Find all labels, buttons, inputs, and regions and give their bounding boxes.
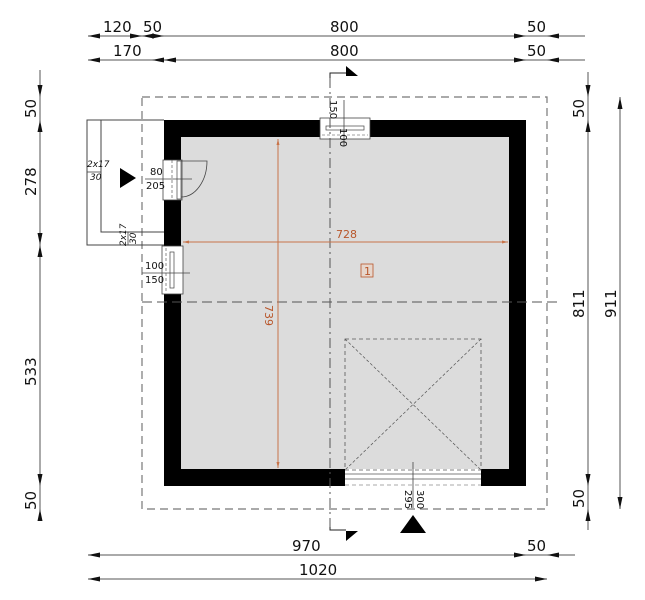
entrance-arrow-icon	[120, 168, 136, 188]
dim-left-50-top: 50	[22, 99, 40, 118]
dim-970: 970	[292, 537, 321, 555]
dim-right-50-top: 50	[570, 99, 588, 118]
dim-50-b: 50	[527, 42, 546, 60]
section-marker-top-icon	[346, 66, 358, 76]
top-dimension-row-2: 170 800 50	[88, 42, 585, 63]
entrance-door: 80 205	[145, 159, 208, 201]
section-marker-bottom-icon	[346, 531, 358, 541]
dim-800-b: 800	[330, 42, 359, 60]
left-dimension-chain: 50 278 533 50	[22, 70, 43, 521]
dim-170: 170	[113, 42, 142, 60]
garage-door: 300 295	[344, 338, 482, 509]
dim-left-50-bottom: 50	[22, 491, 40, 510]
interior-width-dimension: 728	[183, 228, 508, 244]
room-number: 1	[364, 265, 371, 278]
dim-right-811: 811	[570, 289, 588, 318]
interior-length-dimension: 739	[262, 139, 280, 468]
room-number-tag: 1	[360, 263, 374, 278]
door-height: 205	[146, 181, 165, 192]
door-width: 80	[150, 167, 163, 178]
dim-right-911: 911	[602, 289, 620, 318]
dim-800: 800	[330, 18, 359, 36]
garage-entrance-arrow-icon	[400, 515, 426, 533]
step-label-2-top: 2x17	[119, 223, 129, 246]
garage-door-width: 300	[414, 490, 425, 509]
dim-50-left: 50	[143, 18, 162, 36]
dim-left-533: 533	[22, 357, 40, 386]
room-floor	[181, 137, 509, 469]
left-window-width: 100	[145, 261, 164, 272]
step-label-2-bottom: 30	[129, 232, 139, 244]
dim-right-50-bottom: 50	[570, 489, 588, 508]
bottom-dimension-row-2: 1020	[88, 561, 547, 582]
step-label-1-top: 2x17	[87, 160, 110, 170]
top-window: 100 150	[319, 100, 371, 147]
top-window-width: 100	[337, 128, 348, 147]
top-window-height: 150	[327, 100, 338, 119]
left-window: 100 150	[142, 245, 190, 295]
top-dimension-row-1: 120 50 800 50	[88, 18, 585, 39]
right-dimension-inner: 50 811 50	[570, 72, 591, 530]
entrance-porch: 2x17 30 2x17 30	[86, 119, 164, 246]
step-label-1-bottom: 30	[90, 173, 102, 183]
bottom-dimension-row-1: 970 50	[88, 537, 575, 558]
interior-width: 728	[336, 228, 357, 241]
interior-length: 739	[262, 305, 275, 326]
dim-left-278: 278	[22, 167, 40, 196]
dim-120: 120	[103, 18, 132, 36]
garage-door-height: 295	[402, 490, 413, 509]
dim-50-right: 50	[527, 18, 546, 36]
dim-bottom-50: 50	[527, 537, 546, 555]
roof-outline	[141, 96, 548, 510]
left-window-height: 150	[145, 275, 164, 286]
right-dimension-outer: 911	[602, 97, 623, 509]
dim-1020: 1020	[299, 561, 337, 579]
